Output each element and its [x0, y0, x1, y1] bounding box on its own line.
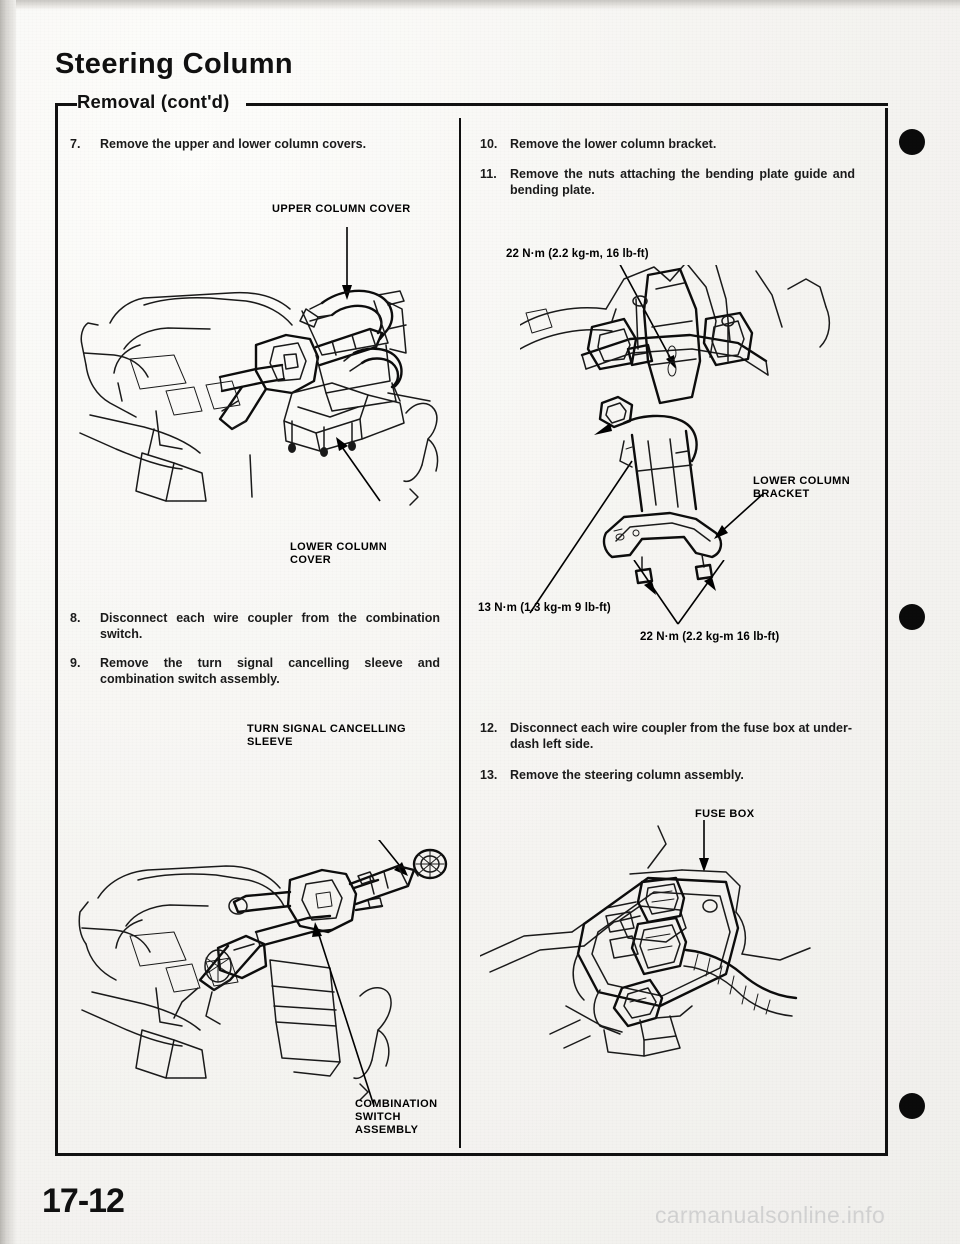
step-10: 10. Remove the lower column bracket.	[480, 136, 845, 152]
step-13-text: Remove the steering column assembly.	[510, 768, 744, 782]
step-11: 11. Remove the nuts attaching the bendin…	[480, 166, 855, 198]
figure-lower-column-bracket	[520, 265, 860, 615]
step-9-text: Remove the turn signal cancelling sleeve…	[100, 656, 440, 686]
step-7-text: Remove the upper and lower column covers…	[100, 137, 367, 151]
step-7-number: 7.	[70, 137, 81, 151]
page-title: Steering Column	[55, 48, 294, 80]
step-8: 8. Disconnect each wire coupler from the…	[70, 610, 440, 642]
label-lower-column-bracket: LOWER COLUMN BRACKET	[753, 475, 851, 500]
torque-spec-lower-right: 22 N·m (2.2 kg-m 16 lb-ft)	[640, 631, 780, 643]
step-7: 7. Remove the upper and lower column cov…	[70, 136, 422, 152]
figure-fuse-box	[480, 820, 830, 1090]
figure-torque-leaders	[620, 560, 760, 640]
step-11-number: 11.	[480, 167, 497, 181]
torque-spec-lower-left: 13 N·m (1.3 kg-m 9 lb-ft)	[478, 602, 611, 614]
scan-edge-top	[0, 0, 960, 10]
label-turn-signal-cancelling-sleeve: TURN SIGNAL CANCELLING SLEEVE	[247, 723, 406, 748]
step-8-text: Disconnect each wire coupler from the co…	[100, 611, 440, 641]
step-12-number: 12.	[480, 721, 498, 735]
figure-dashboard-column-covers	[70, 205, 460, 555]
torque-spec-top: 22 N·m (2.2 kg-m, 16 lb-ft)	[506, 248, 649, 260]
section-rule-left	[55, 103, 77, 106]
step-8-number: 8.	[70, 611, 81, 625]
step-13: 13. Remove the steering column assembly.	[480, 767, 852, 783]
label-combination-switch-assembly: COMBINATION SWITCH ASSEMBLY	[355, 1098, 438, 1136]
label-fuse-box: FUSE BOX	[695, 808, 755, 820]
section-title: Removal (cont'd)	[77, 91, 230, 112]
binder-hole-bottom	[899, 1093, 925, 1119]
step-10-text: Remove the lower column bracket.	[510, 137, 717, 151]
binder-hole-middle	[899, 604, 925, 630]
label-upper-column-cover: UPPER COLUMN COVER	[272, 203, 411, 215]
step-9: 9. Remove the turn signal cancelling sle…	[70, 655, 440, 687]
scan-edge-left	[0, 0, 16, 1244]
step-12-text: Disconnect each wire coupler from the fu…	[510, 721, 852, 751]
column-divider	[459, 118, 461, 1148]
watermark: carmanualsonline.info	[655, 1202, 886, 1228]
step-11-text: Remove the nuts attaching the bending pl…	[510, 167, 855, 197]
step-9-number: 9.	[70, 656, 81, 670]
section-rule-right	[245, 103, 888, 106]
step-12: 12. Disconnect each wire coupler from th…	[480, 720, 852, 752]
page-number: 17-12	[42, 1182, 125, 1220]
label-lower-column-cover: LOWER COLUMN COVER	[290, 541, 388, 566]
binder-hole-top	[899, 129, 925, 155]
figure-combination-switch	[78, 840, 458, 1140]
step-13-number: 13.	[480, 768, 498, 782]
content-frame	[55, 108, 888, 1156]
step-10-number: 10.	[480, 137, 498, 151]
